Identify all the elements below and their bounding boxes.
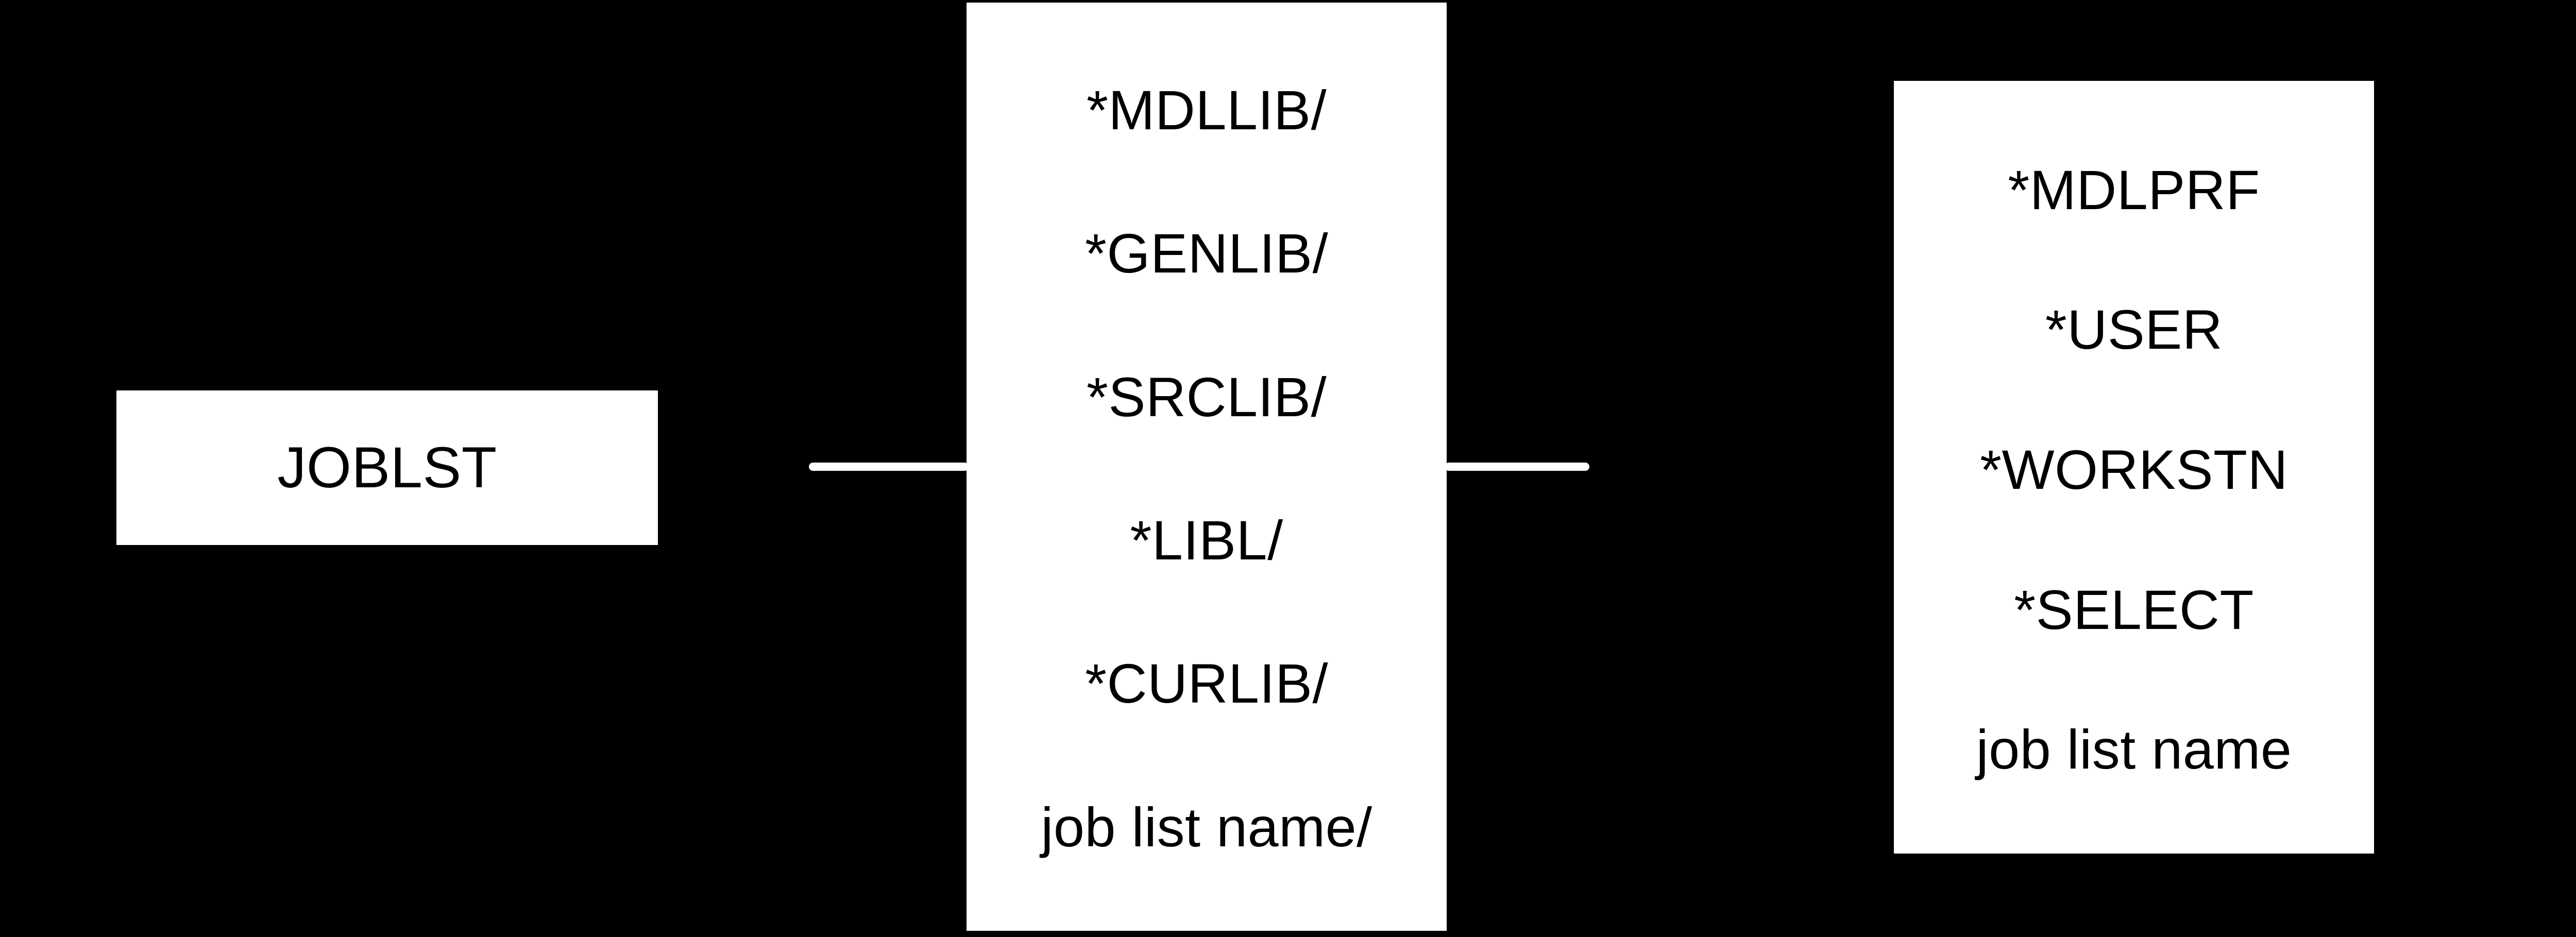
library-qualifier-options-box: *MDLLIB/ *GENLIB/ *SRCLIB/ *LIBL/ *CURLI… bbox=[967, 3, 1447, 931]
option-job-list-name-qualified: job list name/ bbox=[1041, 795, 1372, 858]
option-mdlprf: *MDLPRF bbox=[2008, 158, 2260, 221]
option-curlib: *CURLIB/ bbox=[1084, 652, 1329, 715]
joblist-value-options-box: *MDLPRF *USER *WORKSTN *SELECT job list … bbox=[1894, 81, 2374, 854]
option-job-list-name: job list name bbox=[1976, 718, 2292, 781]
option-libl: *LIBL/ bbox=[1130, 509, 1283, 572]
option-srclib: *SRCLIB/ bbox=[1086, 365, 1327, 428]
keyword-box-joblst: JOBLST bbox=[116, 390, 658, 545]
option-user: *USER bbox=[2045, 298, 2223, 361]
connector-line-library-to-joblist bbox=[1445, 463, 1589, 471]
option-genlib: *GENLIB/ bbox=[1084, 222, 1329, 285]
option-mdllib: *MDLLIB/ bbox=[1086, 79, 1327, 142]
option-workstn: *WORKSTN bbox=[1980, 438, 2288, 501]
connector-line-joblst-to-library bbox=[809, 463, 969, 471]
option-select: *SELECT bbox=[2014, 578, 2254, 641]
keyword-label-joblst: JOBLST bbox=[277, 435, 497, 500]
